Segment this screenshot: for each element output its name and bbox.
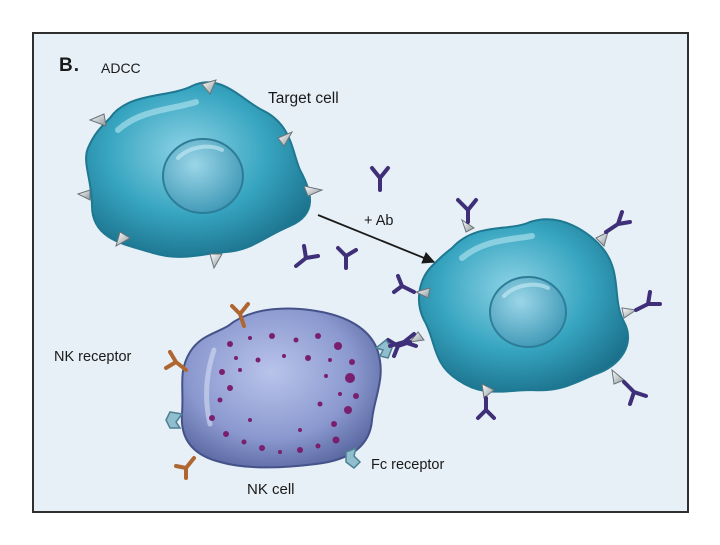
- opsonized-antigens: [408, 218, 638, 399]
- target-cell: [85, 81, 311, 258]
- fc-receptors: [165, 338, 393, 469]
- target-antigens: [76, 79, 324, 270]
- free-antibodies: [294, 166, 390, 270]
- nk-receptor-label: NK receptor: [54, 349, 132, 365]
- antibody-label: + Ab: [364, 213, 394, 229]
- panel-letter: B.: [59, 55, 80, 76]
- target-cell-label: Target cell: [268, 90, 339, 107]
- panel-title: ADCC: [101, 60, 141, 76]
- opsonized-target-cell: [417, 218, 630, 393]
- nk-granules: [209, 333, 359, 454]
- bound-antibodies: [386, 198, 662, 420]
- opsonized-nucleus: [489, 276, 567, 348]
- fc-receptor-label: Fc receptor: [371, 457, 445, 473]
- process-arrow: [317, 214, 436, 264]
- nk-cell: [180, 307, 382, 469]
- nk-receptors: [164, 302, 250, 480]
- nk-cell-label: NK cell: [247, 481, 295, 498]
- target-nucleus: [162, 138, 244, 214]
- bridging-antibody: [388, 332, 418, 348]
